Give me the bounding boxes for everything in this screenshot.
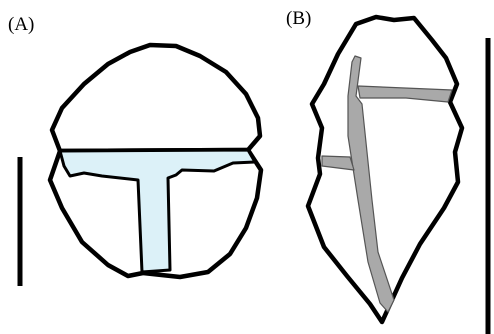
panel-a-label: (A) xyxy=(8,14,34,35)
panel-a: (A) xyxy=(8,14,261,286)
panel-b: (B) xyxy=(286,8,488,334)
panel-b-label: (B) xyxy=(286,8,311,29)
panel-a-top-cell xyxy=(52,45,260,151)
